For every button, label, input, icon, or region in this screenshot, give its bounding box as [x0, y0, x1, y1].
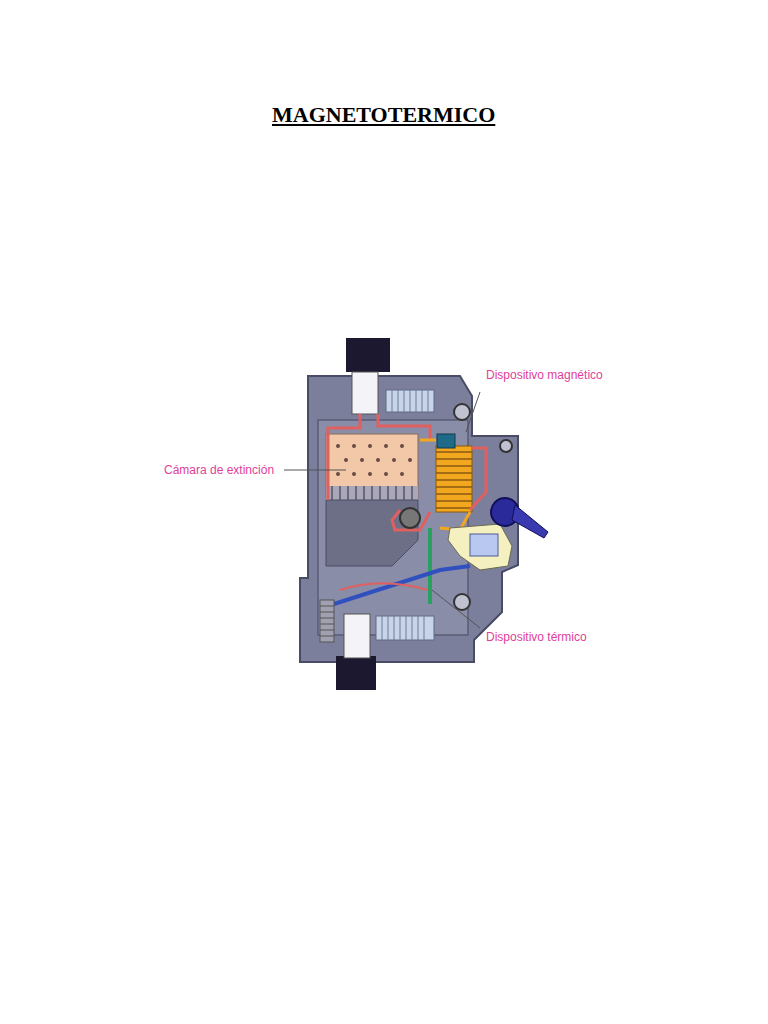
latch-plate — [470, 534, 498, 556]
bottom-screw — [376, 616, 434, 640]
chamber-plates — [326, 486, 418, 500]
mount-hole — [454, 594, 470, 610]
part-label: Dispositivo térmico — [485, 630, 588, 644]
coil-windings — [436, 452, 472, 508]
coil-core — [437, 434, 455, 448]
coil-lead — [420, 440, 470, 530]
bottom-terminal — [336, 656, 376, 690]
leader-line — [432, 590, 480, 628]
chamber-holes — [336, 444, 412, 476]
housing — [300, 376, 518, 662]
bottom-screw-thread — [382, 616, 424, 640]
magnetic-coil — [436, 446, 472, 512]
leader-line — [284, 470, 346, 471]
trip-lever — [334, 566, 470, 604]
fixed-contact — [400, 508, 420, 528]
part-label: Cámara de extinción — [163, 463, 275, 477]
current-path — [328, 414, 486, 530]
bottom-connector — [344, 614, 370, 658]
top-connector — [352, 372, 378, 414]
flex-wire — [340, 583, 428, 590]
mount-hole — [454, 404, 470, 420]
toggle-handle — [512, 505, 548, 538]
leader-line — [466, 392, 480, 432]
top-terminal — [346, 338, 390, 372]
rail-clip — [320, 600, 334, 642]
chamber-plate-lines — [332, 486, 412, 500]
page-title: MAGNETOTERMICO — [272, 102, 495, 128]
top-screw — [386, 390, 434, 412]
part-label: Dispositivo magnético — [485, 368, 604, 382]
latch-mechanism — [448, 524, 512, 570]
rail-clip-teeth — [320, 606, 334, 636]
top-screw-thread — [392, 390, 428, 412]
bimetal-strip — [428, 528, 432, 604]
mount-hole — [500, 440, 512, 452]
